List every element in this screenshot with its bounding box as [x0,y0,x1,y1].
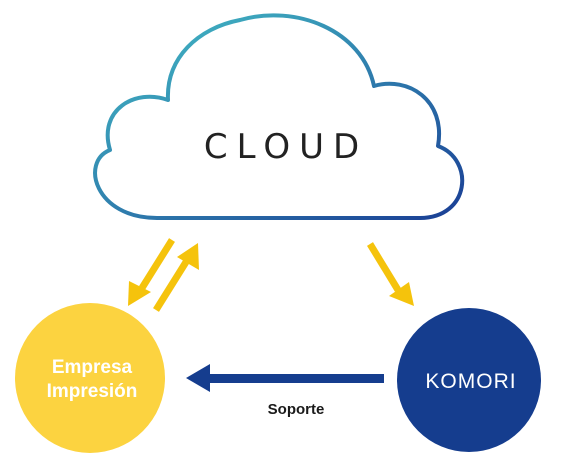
arrow-cloud-to-printing-company [128,238,175,306]
printing-company-label-line1: Empresa [52,357,133,378]
sync-arrows [128,238,199,312]
support-arrow [186,364,384,392]
cloud-node: CLOUD [93,13,465,220]
komori-node: KOMORI [397,308,541,452]
support-label: Soporte [268,401,325,418]
arrow-cloud-to-komori [367,242,414,306]
printing-company-label-line2: Impresión [47,381,138,402]
komori-logo-text: KOMORI [425,370,516,393]
arrow-printing-company-to-cloud [153,243,199,312]
cloud-shape [93,13,465,220]
cloud-label: CLOUD [204,127,368,167]
printing-company-node: Empresa Impresión [15,303,165,453]
